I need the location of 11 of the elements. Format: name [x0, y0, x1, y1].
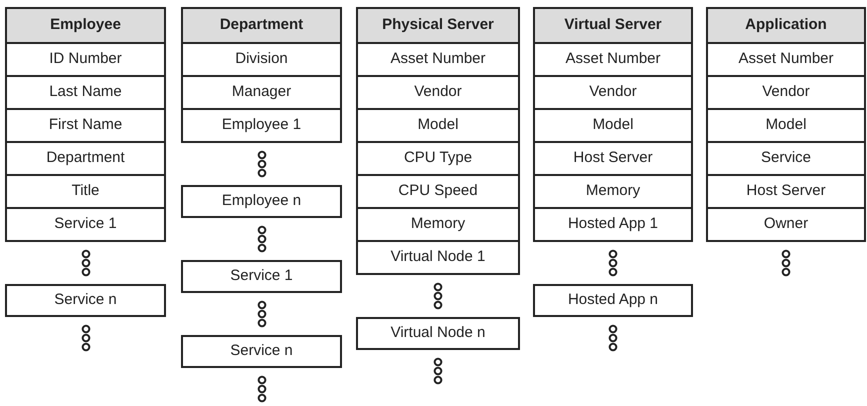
field-row: Service n: [181, 335, 342, 368]
field-row: Hosted App n: [533, 284, 693, 317]
field-row: Employee n: [181, 185, 342, 218]
field-row: Virtual Node n: [356, 317, 520, 350]
table-header: Virtual Server: [535, 9, 691, 42]
field-row: Service n: [5, 284, 166, 317]
table-header: Application: [708, 9, 864, 42]
table-header: Physical Server: [358, 9, 518, 42]
table-header: Department: [183, 9, 340, 42]
table-header: Employee: [7, 9, 164, 42]
field-row: Service 1: [181, 260, 342, 293]
